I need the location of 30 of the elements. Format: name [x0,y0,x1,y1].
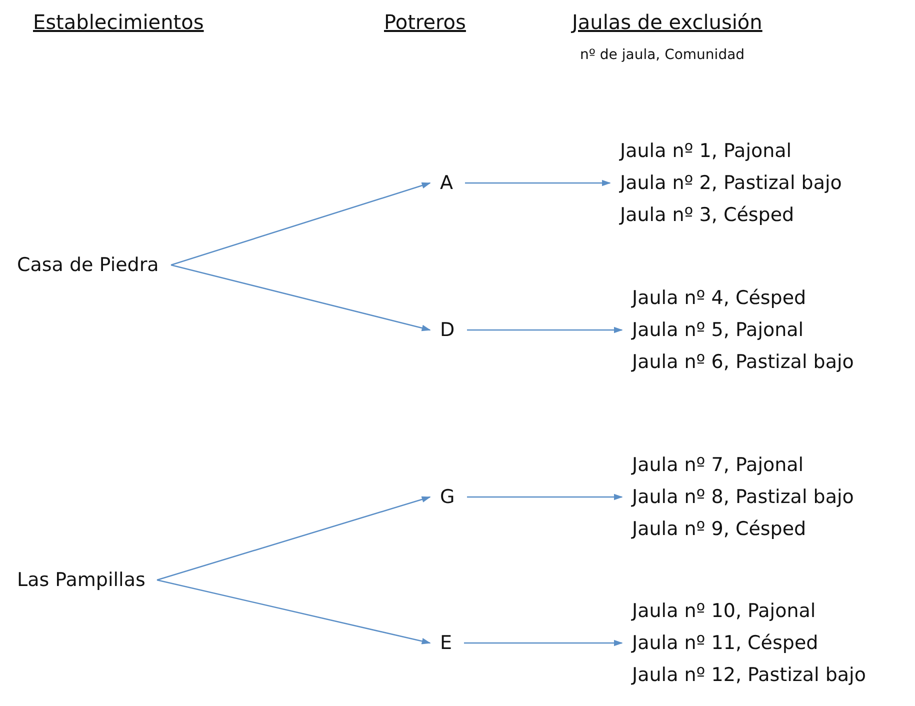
establishment-label: Casa de Piedra [17,249,159,281]
column-subheading: nº de jaula, Comunidad [580,47,745,63]
cage-entry: Jaula nº 7, Pajonal [632,453,805,478]
cage-entry: Jaula nº 11, Césped [632,631,820,656]
arrow [467,326,623,334]
column-heading: Establecimientos [33,10,204,34]
arrow [467,494,623,500]
establishment-label: Las Pampillas [17,564,146,596]
arrow [170,182,431,266]
cage-entry: Jaula nº 2, Pastizal bajo [620,171,842,196]
cage-entry: Jaula nº 5, Pajonal [632,318,805,343]
cage-entry: Jaula nº 1, Pajonal [620,139,793,164]
cage-entry: Jaula nº 4, Césped [632,286,808,311]
paddock-label: E [440,627,452,659]
paddock-label: G [440,481,455,513]
arrow [170,264,431,332]
paddock-label: A [440,167,453,199]
cage-entry: Jaula nº 3, Césped [620,203,796,228]
arrow [156,579,431,644]
column-heading: Jaulas de exclusión [572,10,762,34]
cage-entry: Jaula nº 6, Pastizal bajo [632,350,854,375]
cage-entry: Jaula nº 12, Pastizal bajo [632,663,866,688]
cage-entry: Jaula nº 10, Pajonal [632,599,817,624]
arrow [465,180,611,186]
paddock-label: D [440,314,455,346]
column-heading: Potreros [384,10,466,34]
arrow [464,640,623,646]
cage-entry: Jaula nº 8, Pastizal bajo [632,485,854,510]
cage-entry: Jaula nº 9, Césped [632,517,808,542]
arrow [156,496,431,581]
